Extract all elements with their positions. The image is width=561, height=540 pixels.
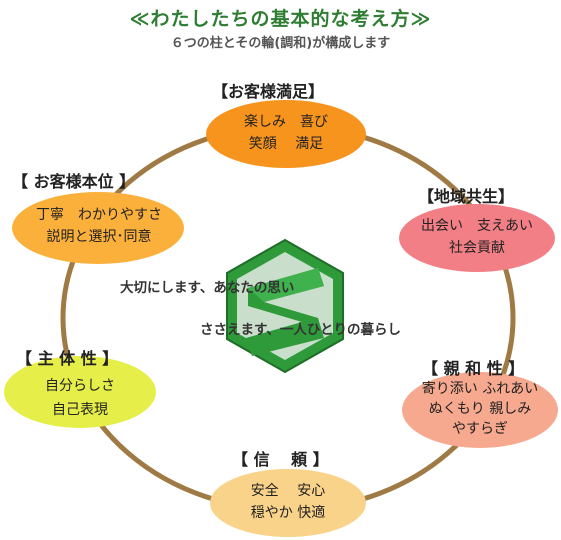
pillar-text-line: ぬくもり 親しみ bbox=[428, 401, 532, 417]
pillar-text-line: 安全 安心 bbox=[250, 483, 326, 499]
pillar-text-line: 自分らしさ bbox=[45, 378, 115, 394]
center-message-line2: ささえます、一人ひとりの暮らし bbox=[200, 322, 402, 338]
pillar-label-trust: 【 信 頼 】 bbox=[232, 450, 329, 469]
pillar-text-line: 寄り添い ふれあい bbox=[421, 381, 539, 397]
pillar-text-customer-first: 丁寧 わかりやすさ 説明と選択･同意 bbox=[22, 204, 176, 248]
page-title: ≪わたしたちの基本的な考え方≫ bbox=[129, 8, 432, 30]
pillar-label-autonomy: 【 主 体 性 】 bbox=[16, 349, 119, 368]
pillar-text-line: 穏やか 快適 bbox=[250, 505, 326, 521]
pillar-bubble-autonomy bbox=[4, 356, 156, 428]
pillar-text-line: 自己表現 bbox=[52, 402, 108, 418]
pillar-text-line: 楽しみ 喜び bbox=[244, 114, 328, 130]
pillar-text-autonomy: 自分らしさ 自己表現 bbox=[20, 374, 140, 422]
pillar-text-customer-satisfaction: 楽しみ 喜び 笑顔 満足 bbox=[226, 111, 346, 155]
pillar-bubble-harmony bbox=[402, 372, 558, 448]
pillar-bubble-community bbox=[399, 204, 555, 272]
pillar-text-line: やすらぎ bbox=[452, 421, 508, 437]
pillar-label-harmony: 【 親 和 性 】 bbox=[422, 359, 525, 378]
pillar-text-line: 出会い 支えあい bbox=[421, 218, 533, 234]
pillar-label-community: 【地域共生】 bbox=[418, 187, 515, 206]
logo-hexagon-icon bbox=[226, 238, 344, 374]
pillar-text-line: 笑顔 満足 bbox=[248, 136, 324, 152]
page-subtitle: ６つの柱とその輪(調和)が構成します bbox=[170, 36, 391, 51]
pillar-bubble-customer-satisfaction bbox=[206, 100, 366, 168]
pillar-bubble-trust bbox=[210, 469, 366, 537]
pillar-text-trust: 安全 安心 穏やか 快適 bbox=[228, 480, 348, 524]
pillar-label-customer-satisfaction: 【お客様満足】 bbox=[212, 82, 325, 101]
pillar-bubble-customer-first bbox=[12, 192, 184, 264]
pillar-text-line: 丁寧 わかりやすさ bbox=[36, 207, 162, 223]
pillar-text-community: 出会い 支えあい 社会貢献 bbox=[407, 215, 547, 259]
pillar-text-harmony: 寄り添い ふれあい ぬくもり 親しみ やすらぎ bbox=[404, 379, 556, 439]
pillar-text-line: 社会貢献 bbox=[449, 240, 505, 256]
pillar-text-line: 説明と選択･同意 bbox=[46, 229, 152, 245]
pillar-label-customer-first: 【 お客様本位 】 bbox=[12, 172, 136, 191]
center-message-line1: 大切にします、あなたの思い bbox=[120, 280, 295, 296]
